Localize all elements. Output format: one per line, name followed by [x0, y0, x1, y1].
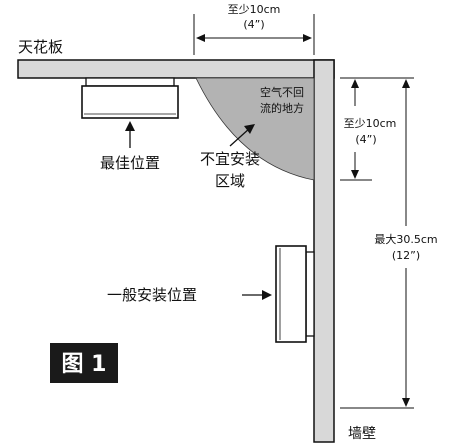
no-airflow-label-line1: 空气不回 — [260, 85, 304, 99]
ceiling-label: 天花板 — [18, 38, 63, 56]
general-device-body — [275, 245, 307, 343]
max-dim-arrow-top — [402, 79, 410, 88]
dead-air-zone — [195, 77, 315, 181]
top-dim-label-inch: (4”) — [243, 18, 264, 31]
ceiling-slab — [17, 59, 335, 79]
side-dim-arrow-top — [351, 79, 359, 88]
max-dim-label: 最大30.5cm — [374, 232, 437, 246]
best-device-mount — [85, 77, 175, 87]
figure-badge-label: 图 1 — [62, 352, 107, 377]
best-position-label: 最佳位置 — [100, 154, 160, 172]
no-airflow-label-line2: 流的地方 — [260, 101, 304, 115]
general-device-mount — [305, 251, 315, 337]
side-dim-arrow-bottom — [351, 170, 359, 179]
side-dim-label: 至少10cm — [344, 117, 397, 130]
unsuitable-area-pointer — [229, 127, 251, 147]
wall-slab — [313, 59, 335, 443]
best-position-pointer-head — [125, 121, 135, 131]
unsuitable-area-label-line2: 区域 — [215, 172, 245, 190]
max-dim-arrow-bottom — [402, 398, 410, 407]
top-dim-label: 至少10cm — [228, 3, 281, 16]
unsuitable-area-label-line1: 不宜安装 — [200, 150, 260, 168]
unsuitable-area-pointer-head — [244, 124, 255, 134]
corner-joint — [315, 61, 333, 77]
top-dim-arrow-left — [196, 34, 205, 42]
max-dim-label-inch: (12”) — [392, 249, 420, 262]
wall-label: 墙壁 — [348, 426, 376, 442]
figure-badge — [50, 343, 118, 383]
side-dim-label-inch: (4”) — [355, 133, 376, 146]
best-device-body — [81, 85, 179, 119]
top-dim-arrow-right — [303, 34, 312, 42]
general-position-pointer-head — [262, 290, 272, 300]
general-position-label: 一般安装位置 — [107, 286, 197, 304]
